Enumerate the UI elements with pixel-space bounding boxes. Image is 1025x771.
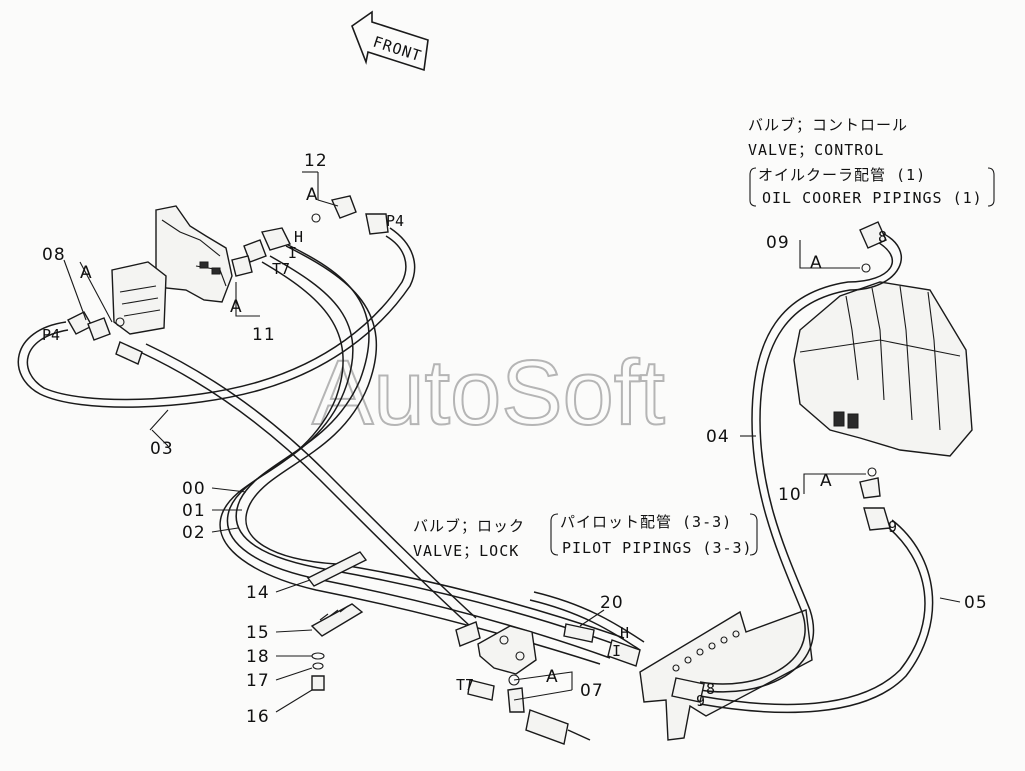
clamp-parts bbox=[306, 551, 368, 691]
pilot-pipings-jp: パイロット配管 (3-3) bbox=[560, 513, 732, 531]
callout-02: 02 bbox=[182, 523, 206, 543]
hose-04-inner bbox=[699, 239, 894, 685]
frame-bracket bbox=[639, 609, 813, 741]
callout-20: 20 bbox=[600, 593, 624, 613]
detail-a-11: A bbox=[230, 297, 243, 317]
port-h-top: H bbox=[294, 228, 303, 246]
hose-05 bbox=[699, 523, 926, 706]
leader-lines bbox=[63, 171, 961, 713]
front-direction-arrow: FRONT bbox=[351, 10, 429, 72]
port-p4-left: P4 bbox=[42, 326, 60, 344]
callout-04: 04 bbox=[706, 427, 730, 447]
right-bracket bbox=[987, 167, 995, 207]
right-bracket bbox=[749, 513, 758, 556]
fittings bbox=[67, 195, 891, 745]
callout-07: 07 bbox=[580, 681, 604, 701]
callout-00: 00 bbox=[182, 479, 206, 499]
callout-12: 12 bbox=[304, 151, 328, 171]
port-8-bottom: 8 bbox=[706, 680, 715, 698]
pilot-pipe-long bbox=[139, 351, 471, 627]
callout-05: 05 bbox=[964, 593, 988, 613]
left-bracket bbox=[749, 167, 757, 207]
pilot-pipe-20-b bbox=[533, 591, 645, 643]
callout-16: 16 bbox=[246, 707, 270, 727]
detail-a-09: A bbox=[810, 253, 823, 273]
callout-18: 18 bbox=[246, 647, 270, 667]
detail-a-12: A bbox=[306, 185, 319, 205]
port-p4-top: P4 bbox=[386, 212, 404, 230]
callout-10: 10 bbox=[778, 485, 802, 505]
callout-11: 11 bbox=[252, 325, 276, 345]
detail-a-10: A bbox=[820, 471, 833, 491]
hose-bundle-00-02 bbox=[219, 239, 625, 665]
left-bracket bbox=[550, 513, 559, 556]
pilot-pipe-20 bbox=[529, 599, 641, 651]
pilot-pipings-en: PILOT PIPINGS (3-3) bbox=[562, 539, 753, 557]
control-valve-jp: バルブ；コントロール bbox=[748, 116, 908, 134]
lock-valve bbox=[455, 621, 537, 675]
detail-a-08: A bbox=[80, 263, 93, 283]
hose-03-inner bbox=[26, 235, 407, 401]
callout-08: 08 bbox=[42, 245, 66, 265]
callout-01: 01 bbox=[182, 501, 206, 521]
lock-valve-jp: バルブ；ロック bbox=[413, 517, 525, 535]
hose-05-inner bbox=[699, 519, 934, 714]
port-9-mid: 9 bbox=[888, 518, 897, 536]
hose-03 bbox=[17, 227, 416, 408]
control-valve-en: VALVE；CONTROL bbox=[748, 141, 884, 159]
callout-15: 15 bbox=[246, 623, 270, 643]
port-t7-top: T7 bbox=[272, 260, 290, 278]
detail-a-07: A bbox=[546, 667, 559, 687]
port-8-top: 8 bbox=[878, 228, 887, 246]
control-valve-block bbox=[793, 281, 973, 457]
callout-17: 17 bbox=[246, 671, 270, 691]
lock-valve-note: バルブ；ロック VALVE；LOCK パイロット配管 (3-3) PILOT P… bbox=[413, 513, 758, 560]
front-label: FRONT bbox=[371, 33, 424, 66]
port-h-bottom: H bbox=[620, 624, 629, 642]
callout-03: 03 bbox=[150, 439, 174, 459]
port-i-top: I bbox=[288, 244, 297, 262]
callout-09: 09 bbox=[766, 233, 790, 253]
pilot-pipe-long-2 bbox=[145, 343, 477, 619]
oil-cooler-jp: オイルクーラ配管 (1) bbox=[758, 166, 926, 184]
port-9-bottom: 9 bbox=[696, 692, 705, 710]
pilot-valve-block bbox=[111, 205, 233, 335]
watermark: AutoSoft bbox=[312, 342, 665, 444]
callout-14: 14 bbox=[246, 583, 270, 603]
port-i-bottom: I bbox=[612, 642, 621, 660]
hose-04 bbox=[699, 231, 902, 693]
lock-valve-en: VALVE；LOCK bbox=[413, 542, 519, 560]
oil-cooler-en: OIL COORER PIPINGS (1) bbox=[762, 189, 983, 207]
control-valve-note: バルブ；コントロール VALVE；CONTROL オイルクーラ配管 (1) OI… bbox=[748, 116, 995, 207]
port-t7-bottom: T7 bbox=[456, 676, 474, 694]
